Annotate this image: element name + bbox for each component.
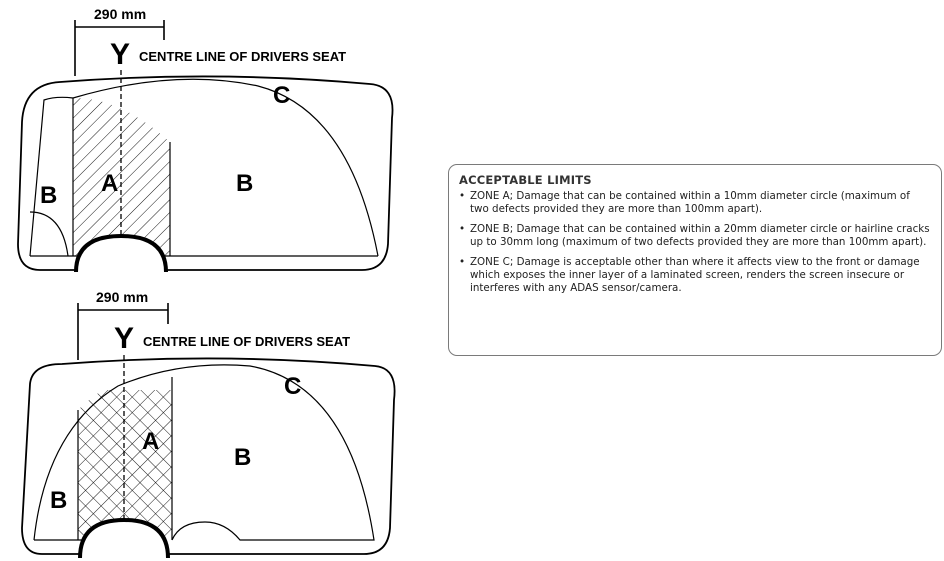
dimension-label: 290 mm — [94, 6, 146, 22]
zone-a-crosshatch — [78, 390, 172, 540]
centre-line-y-label: Y — [110, 38, 130, 71]
mirror-semicircle — [78, 517, 170, 559]
dimension-marker — [77, 303, 169, 360]
zone-c-label: C — [284, 373, 301, 400]
zone-a-hatch — [73, 97, 170, 256]
limit-item-zone-a: ZONE A; Damage that can be contained wit… — [459, 190, 931, 217]
diagram-top: 290 mm Y CENTRE LINE OF DRIVERS SEAT B A… — [17, 6, 394, 273]
centre-line-label: CENTRE LINE OF DRIVERS SEAT — [143, 334, 350, 349]
acceptable-limits-panel: ACCEPTABLE LIMITS ZONE A; Damage that ca… — [448, 164, 942, 356]
corner-arc — [29, 211, 69, 257]
windscreen-diagrams: 290 mm Y CENTRE LINE OF DRIVERS SEAT B A… — [17, 6, 396, 559]
zone-b-left-label: B — [50, 487, 67, 514]
inner-boundary — [29, 96, 74, 257]
limit-item-zone-b: ZONE B; Damage that can be contained wit… — [459, 223, 931, 250]
windscreen-outline — [17, 75, 394, 271]
limit-item-zone-c: ZONE C; Damage is acceptable other than … — [459, 256, 931, 296]
windscreen-outline — [21, 357, 396, 555]
dimension-label: 290 mm — [96, 289, 148, 305]
mirror-semicircle — [74, 233, 168, 273]
zone-a-label: A — [101, 170, 118, 197]
zone-c-label: C — [273, 82, 290, 109]
centre-line-y-label: Y — [114, 322, 134, 355]
acceptable-limits-title: ACCEPTABLE LIMITS — [459, 173, 592, 187]
zone-b-right-label: B — [236, 170, 253, 197]
centre-line-label: CENTRE LINE OF DRIVERS SEAT — [139, 49, 346, 64]
zone-b-left-label: B — [40, 182, 57, 209]
zone-a-label: A — [142, 428, 159, 455]
diagram-bottom: 290 mm Y CENTRE LINE OF DRIVERS SEAT B A… — [21, 289, 396, 559]
zone-b-boundary — [72, 78, 379, 257]
zone-b-right-label: B — [234, 444, 251, 471]
acceptable-limits-list: ZONE A; Damage that can be contained wit… — [459, 190, 931, 296]
dimension-marker — [74, 20, 165, 76]
